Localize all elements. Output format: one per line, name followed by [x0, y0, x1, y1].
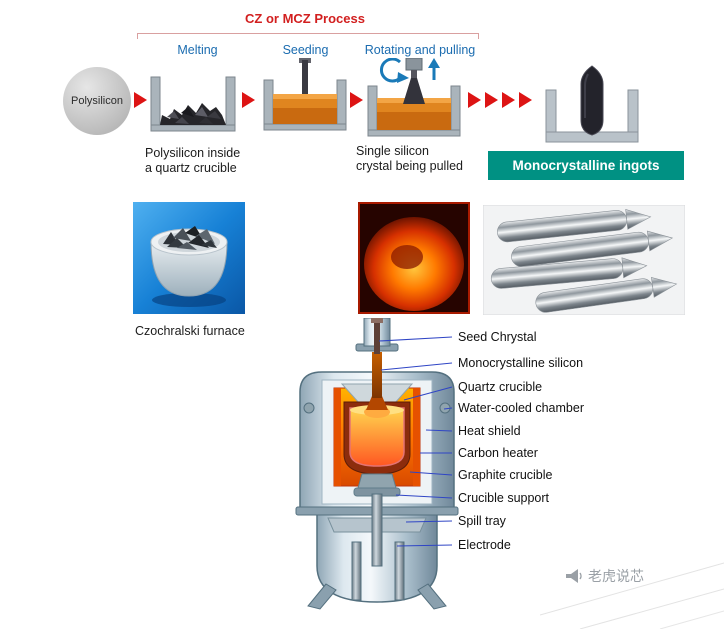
electrode	[394, 541, 405, 601]
polysilicon-label: Polysilicon	[71, 95, 123, 107]
furnace-label-spill-tray: Spill tray	[458, 514, 506, 528]
pulled-crystal	[403, 78, 425, 104]
furnace-label-carbon-heater: Carbon heater	[458, 446, 538, 460]
stage-label-seeding: Seeding	[282, 43, 329, 57]
furnace-label-heat-shield: Heat shield	[458, 424, 521, 438]
caption-polysilicon-crucible: Polysilicon inside a quartz crucible	[145, 146, 241, 175]
furnace-label-water-cooled-chamber: Water-cooled chamber	[458, 401, 584, 415]
arrow-right-icon	[502, 92, 515, 108]
seed-crystal-rod	[374, 321, 380, 354]
process-bracket	[137, 33, 479, 39]
caption-crystal-pulled: Single silicon crystal being pulled	[356, 144, 464, 173]
monocrystalline-silicon-rod	[372, 352, 382, 398]
rotation-arrow-icon	[380, 58, 402, 83]
chamber-bolt	[439, 402, 451, 414]
silicon-ingot	[580, 65, 604, 136]
czochralski-furnace-photo	[133, 202, 245, 314]
furnace-photo-caption: Czochralski furnace	[135, 324, 245, 338]
seed-rod	[302, 60, 308, 98]
ingot-container-figure	[545, 65, 639, 143]
furnace-label-crucible-support: Crucible support	[458, 491, 550, 505]
furnace-label-seed-crystal: Seed Chrystal	[458, 330, 537, 344]
quartz-crucible-melt	[349, 407, 405, 467]
arrow-right-icon	[468, 92, 481, 108]
puller-head	[405, 58, 423, 71]
process-title: CZ or MCZ Process	[245, 11, 365, 26]
chamber-bolt	[303, 402, 315, 414]
stage-label-rotating-pulling: Rotating and pulling	[364, 43, 476, 57]
silicon-ingots-photo	[483, 205, 685, 315]
crucible-pulling-figure	[367, 58, 461, 137]
furnace-leg	[417, 583, 447, 610]
arrow-right-icon	[134, 92, 147, 108]
furnace-label-graphite-crucible: Graphite crucible	[458, 468, 553, 482]
furnace-label-electrode: Electrode	[458, 538, 511, 552]
watermark: 老虎说芯	[565, 566, 644, 586]
megaphone-icon	[566, 569, 582, 583]
electrode	[351, 541, 362, 601]
watermark-text: 老虎说芯	[588, 568, 644, 584]
crucible-polysilicon-figure	[150, 76, 236, 132]
crucible-support	[357, 473, 397, 489]
monocrystalline-ingots-banner: Monocrystalline ingots	[488, 151, 684, 180]
furnace-label-monocrystalline-silicon: Monocrystalline silicon	[458, 356, 584, 370]
furnace-cutaway-figure	[295, 318, 459, 610]
arrow-right-icon	[519, 92, 532, 108]
furnace-label-quartz-crucible: Quartz crucible	[458, 380, 543, 394]
polysilicon-node: Polysilicon	[63, 67, 131, 135]
arrow-right-icon	[350, 92, 363, 108]
corner-diagonal-lines	[540, 562, 724, 629]
furnace-leg	[307, 583, 337, 610]
arrow-right-icon	[485, 92, 498, 108]
stage-label-melting: Melting	[177, 43, 218, 57]
arrow-right-icon	[242, 92, 255, 108]
support-shaft	[371, 493, 383, 567]
molten-silicon-photo	[358, 202, 470, 314]
crucible-seeding-figure	[263, 58, 347, 131]
